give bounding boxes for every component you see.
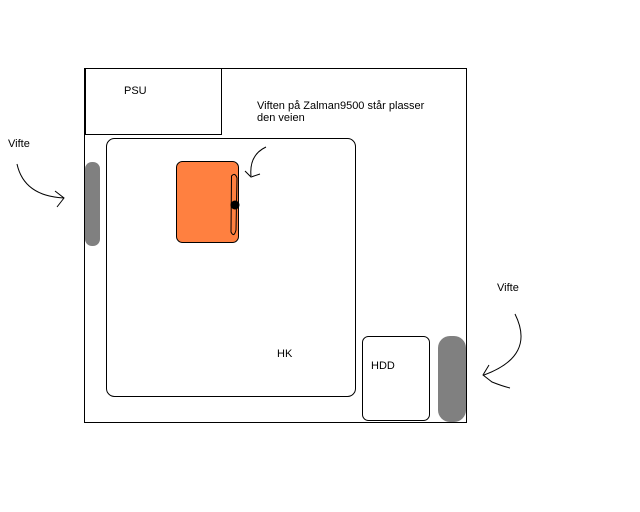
cpu-cooler xyxy=(176,161,239,243)
left-fan-label: Vifte xyxy=(8,138,30,150)
right-fan xyxy=(438,336,466,422)
left-fan-arrow-icon xyxy=(16,163,65,208)
psu-box xyxy=(85,68,222,135)
cooler-arrow-icon xyxy=(244,146,267,178)
case-outline xyxy=(84,68,467,423)
cooler-fan-blade-icon xyxy=(230,173,238,236)
hdd-label: HDD xyxy=(371,360,395,372)
motherboard-label: HK xyxy=(277,348,293,360)
note-line-2: den veien xyxy=(257,112,305,124)
psu-label: PSU xyxy=(124,85,147,97)
right-fan-arrow-icon xyxy=(482,313,522,389)
motherboard-box xyxy=(106,138,356,397)
right-fan-label: Vifte xyxy=(497,282,519,294)
left-fan xyxy=(85,162,100,246)
note-line-1: Viften på Zalman9500 står plasser xyxy=(257,100,425,112)
cooler-fan-hub-icon xyxy=(230,200,240,210)
hdd-box xyxy=(362,336,430,421)
